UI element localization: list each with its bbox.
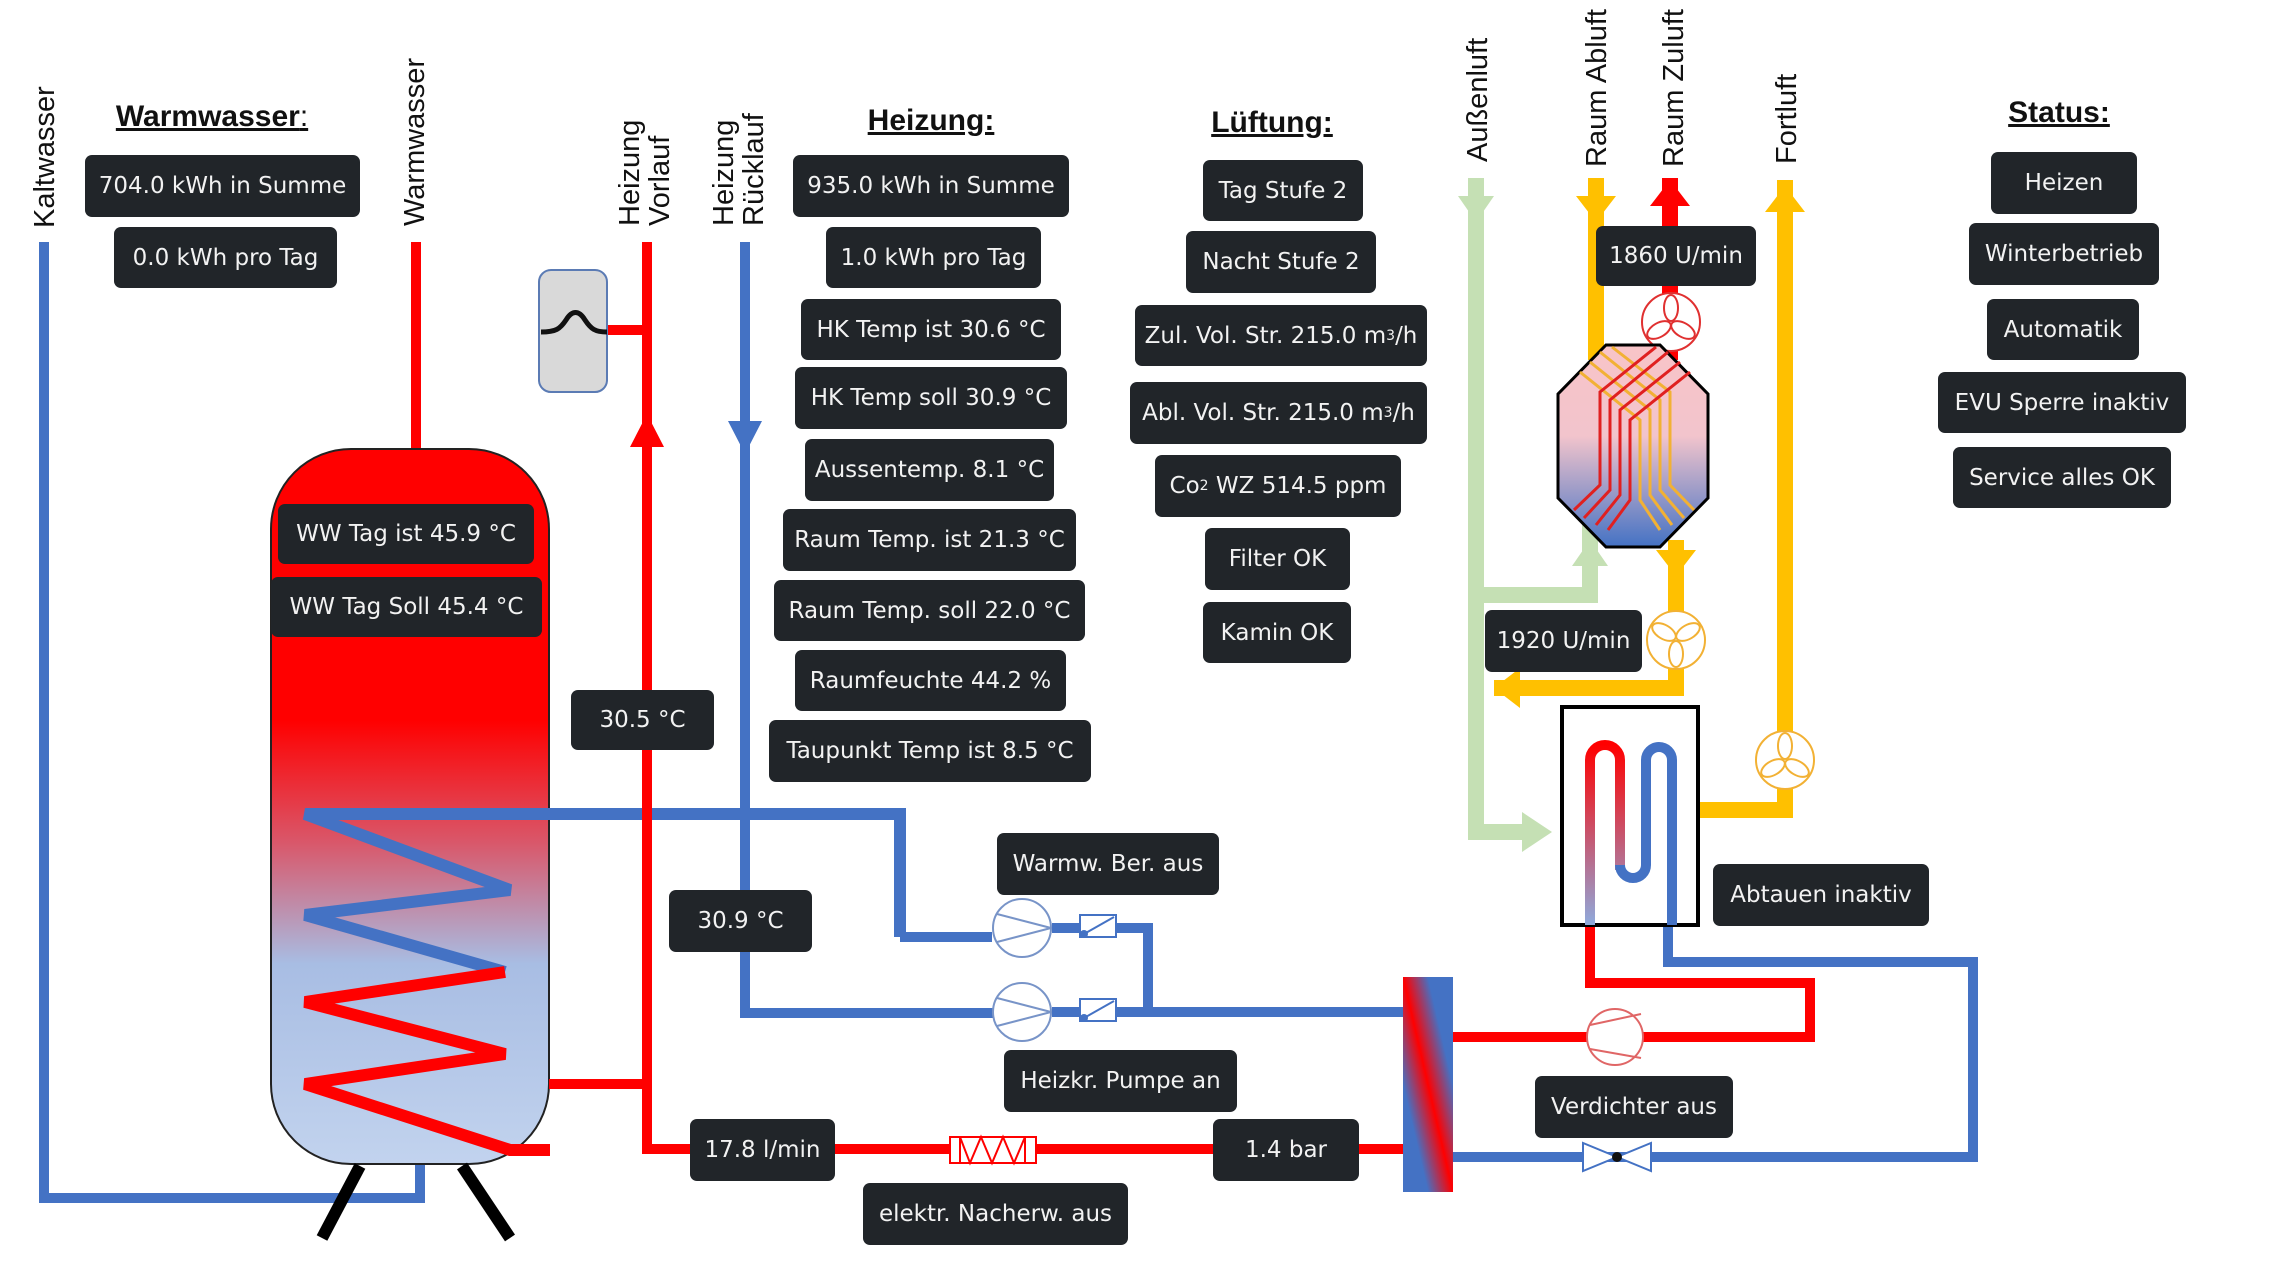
- evaporator-coil-hot: [1585, 740, 1625, 925]
- taupunkt-temp: Taupunkt Temp ist 8.5 °C: [769, 720, 1091, 782]
- thermostat-icon: [538, 269, 608, 393]
- co2-value: WZ 514.5 ppm: [1208, 473, 1387, 499]
- electric-heater-icon: [949, 1134, 1037, 1166]
- fortluft-duct: [1700, 180, 1805, 818]
- status-service: Service alles OK: [1953, 447, 2171, 508]
- co2-sup: 2: [1199, 478, 1209, 494]
- tank-leg-left: [316, 1163, 366, 1241]
- status-heizen: Heizen: [1991, 152, 2137, 214]
- dhw-pump-icon: [992, 898, 1052, 958]
- supply-fan-speed: 1860 U/min: [1596, 226, 1756, 286]
- heating-flow-pipe: [602, 242, 1403, 1154]
- check-valve-icon: [1079, 914, 1117, 938]
- label-fortluft: Fortluft: [1771, 73, 1803, 164]
- system-pressure: 1.4 bar: [1213, 1119, 1359, 1181]
- heizung-total-energy: 935.0 kWh in Summe: [793, 155, 1069, 217]
- elektr-nacherw-status: elektr. Nacherw. aus: [863, 1183, 1128, 1245]
- lueftung-tag-stufe: Tag Stufe 2: [1203, 160, 1363, 221]
- zuluft-cubic: 3: [1386, 327, 1396, 344]
- heating-pump-icon: [992, 982, 1052, 1042]
- abluft-cubic: 3: [1383, 405, 1393, 421]
- expansion-valve-icon: [1582, 1141, 1652, 1173]
- abluft-volumenstrom-value: Abl. Vol. Str. 215.0 m: [1142, 400, 1384, 426]
- filter-status: Filter OK: [1205, 528, 1350, 590]
- vorlauf-temp: 30.5 °C: [571, 690, 714, 750]
- label-kaltwasser: Kaltwasser: [29, 86, 61, 228]
- plate-heat-exchanger: [1403, 977, 1453, 1192]
- label-raum-abluft: Raum Abluft: [1581, 9, 1613, 167]
- hk-temp-ist: HK Temp ist 30.6 °C: [801, 299, 1061, 360]
- co2-prefix: Co: [1169, 473, 1200, 499]
- compressor-icon: [1586, 1008, 1644, 1066]
- heizkr-pumpe-status: Heizkr. Pumpe an: [1004, 1050, 1237, 1112]
- lueftung-nacht-stufe: Nacht Stufe 2: [1186, 231, 1376, 293]
- verdichter-status: Verdichter aus: [1535, 1076, 1733, 1138]
- exhaust-fan-icon: [1646, 610, 1706, 670]
- exhaust-fan-speed: 1920 U/min: [1485, 610, 1642, 672]
- status-title: Status:: [2008, 96, 2110, 129]
- abtauen-status: Abtauen inaktiv: [1713, 864, 1929, 926]
- heizung-title: Heizung:: [867, 104, 995, 137]
- abluft-per-hour: /h: [1392, 400, 1415, 426]
- status-automatik: Automatik: [1987, 299, 2139, 360]
- status-evu-sperre: EVU Sperre inaktiv: [1938, 372, 2186, 433]
- label-ruecklauf-line2: Rücklauf: [738, 113, 770, 226]
- aussentemp: Aussentemp. 8.1 °C: [805, 439, 1054, 501]
- evaporator-box: [1560, 705, 1700, 927]
- heat-recovery-core: [1556, 343, 1710, 549]
- label-warmwasser: Warmwasser: [399, 57, 431, 226]
- lueftung-title: Lüftung:: [1211, 106, 1333, 139]
- exhaust-after-hrv-duct: [1494, 540, 1696, 708]
- warmwasser-title-colon: :: [299, 100, 309, 133]
- evaporator-coil-cold: [1615, 742, 1677, 925]
- tank-leg-right: [457, 1162, 515, 1242]
- label-heizung-ruecklauf: Heizung Rücklauf: [708, 113, 770, 226]
- ww-energy-per-day: 0.0 kWh pro Tag: [114, 227, 337, 288]
- heizung-energy-per-day: 1.0 kWh pro Tag: [826, 227, 1041, 288]
- zuluft-volumenstrom-value: Zul. Vol. Str. 215.0 m: [1144, 322, 1387, 349]
- raumfeuchte: Raumfeuchte 44.2 %: [795, 650, 1066, 711]
- label-vorlauf-line1: Heizung: [614, 119, 646, 226]
- outside-air-duct: [1458, 178, 1608, 852]
- flow-rate: 17.8 l/min: [690, 1119, 835, 1181]
- check-valve-icon: [1079, 998, 1117, 1022]
- hk-temp-soll: HK Temp soll 30.9 °C: [795, 367, 1067, 429]
- warmwasser-title-text: Warmwasser: [115, 100, 300, 133]
- fortluft-fan-icon: [1755, 730, 1815, 790]
- ww-temp-soll: WW Tag Soll 45.4 °C: [271, 577, 542, 637]
- label-raum-zuluft: Raum Zuluft: [1658, 9, 1690, 167]
- warmw-ber-status: Warmw. Ber. aus: [997, 833, 1219, 895]
- label-vorlauf-line2: Vorlauf: [644, 135, 676, 226]
- zuluft-per-hour: /h: [1395, 322, 1418, 349]
- ww-temp-ist: WW Tag ist 45.9 °C: [278, 504, 534, 564]
- cold-water-pipe: [39, 242, 425, 1203]
- heating-return-pipe: [728, 242, 1000, 1018]
- tank-coil-return: [302, 808, 906, 978]
- ruecklauf-temp: 30.9 °C: [669, 890, 812, 952]
- kamin-status: Kamin OK: [1203, 602, 1351, 663]
- tank-coil-flow: [303, 966, 550, 1156]
- label-aussenluft: Außenluft: [1462, 37, 1494, 162]
- label-ruecklauf-line1: Heizung: [708, 119, 740, 226]
- raum-temp-ist: Raum Temp. ist 21.3 °C: [783, 509, 1076, 571]
- status-winterbetrieb: Winterbetrieb: [1969, 223, 2159, 285]
- warmwasser-title: Warmwasser:: [116, 100, 308, 134]
- supply-fan-icon: [1641, 292, 1701, 352]
- ww-total-energy: 704.0 kWh in Summe: [85, 155, 360, 217]
- label-heizung-vorlauf: Heizung Vorlauf: [614, 119, 676, 226]
- raum-temp-soll: Raum Temp. soll 22.0 °C: [774, 580, 1085, 641]
